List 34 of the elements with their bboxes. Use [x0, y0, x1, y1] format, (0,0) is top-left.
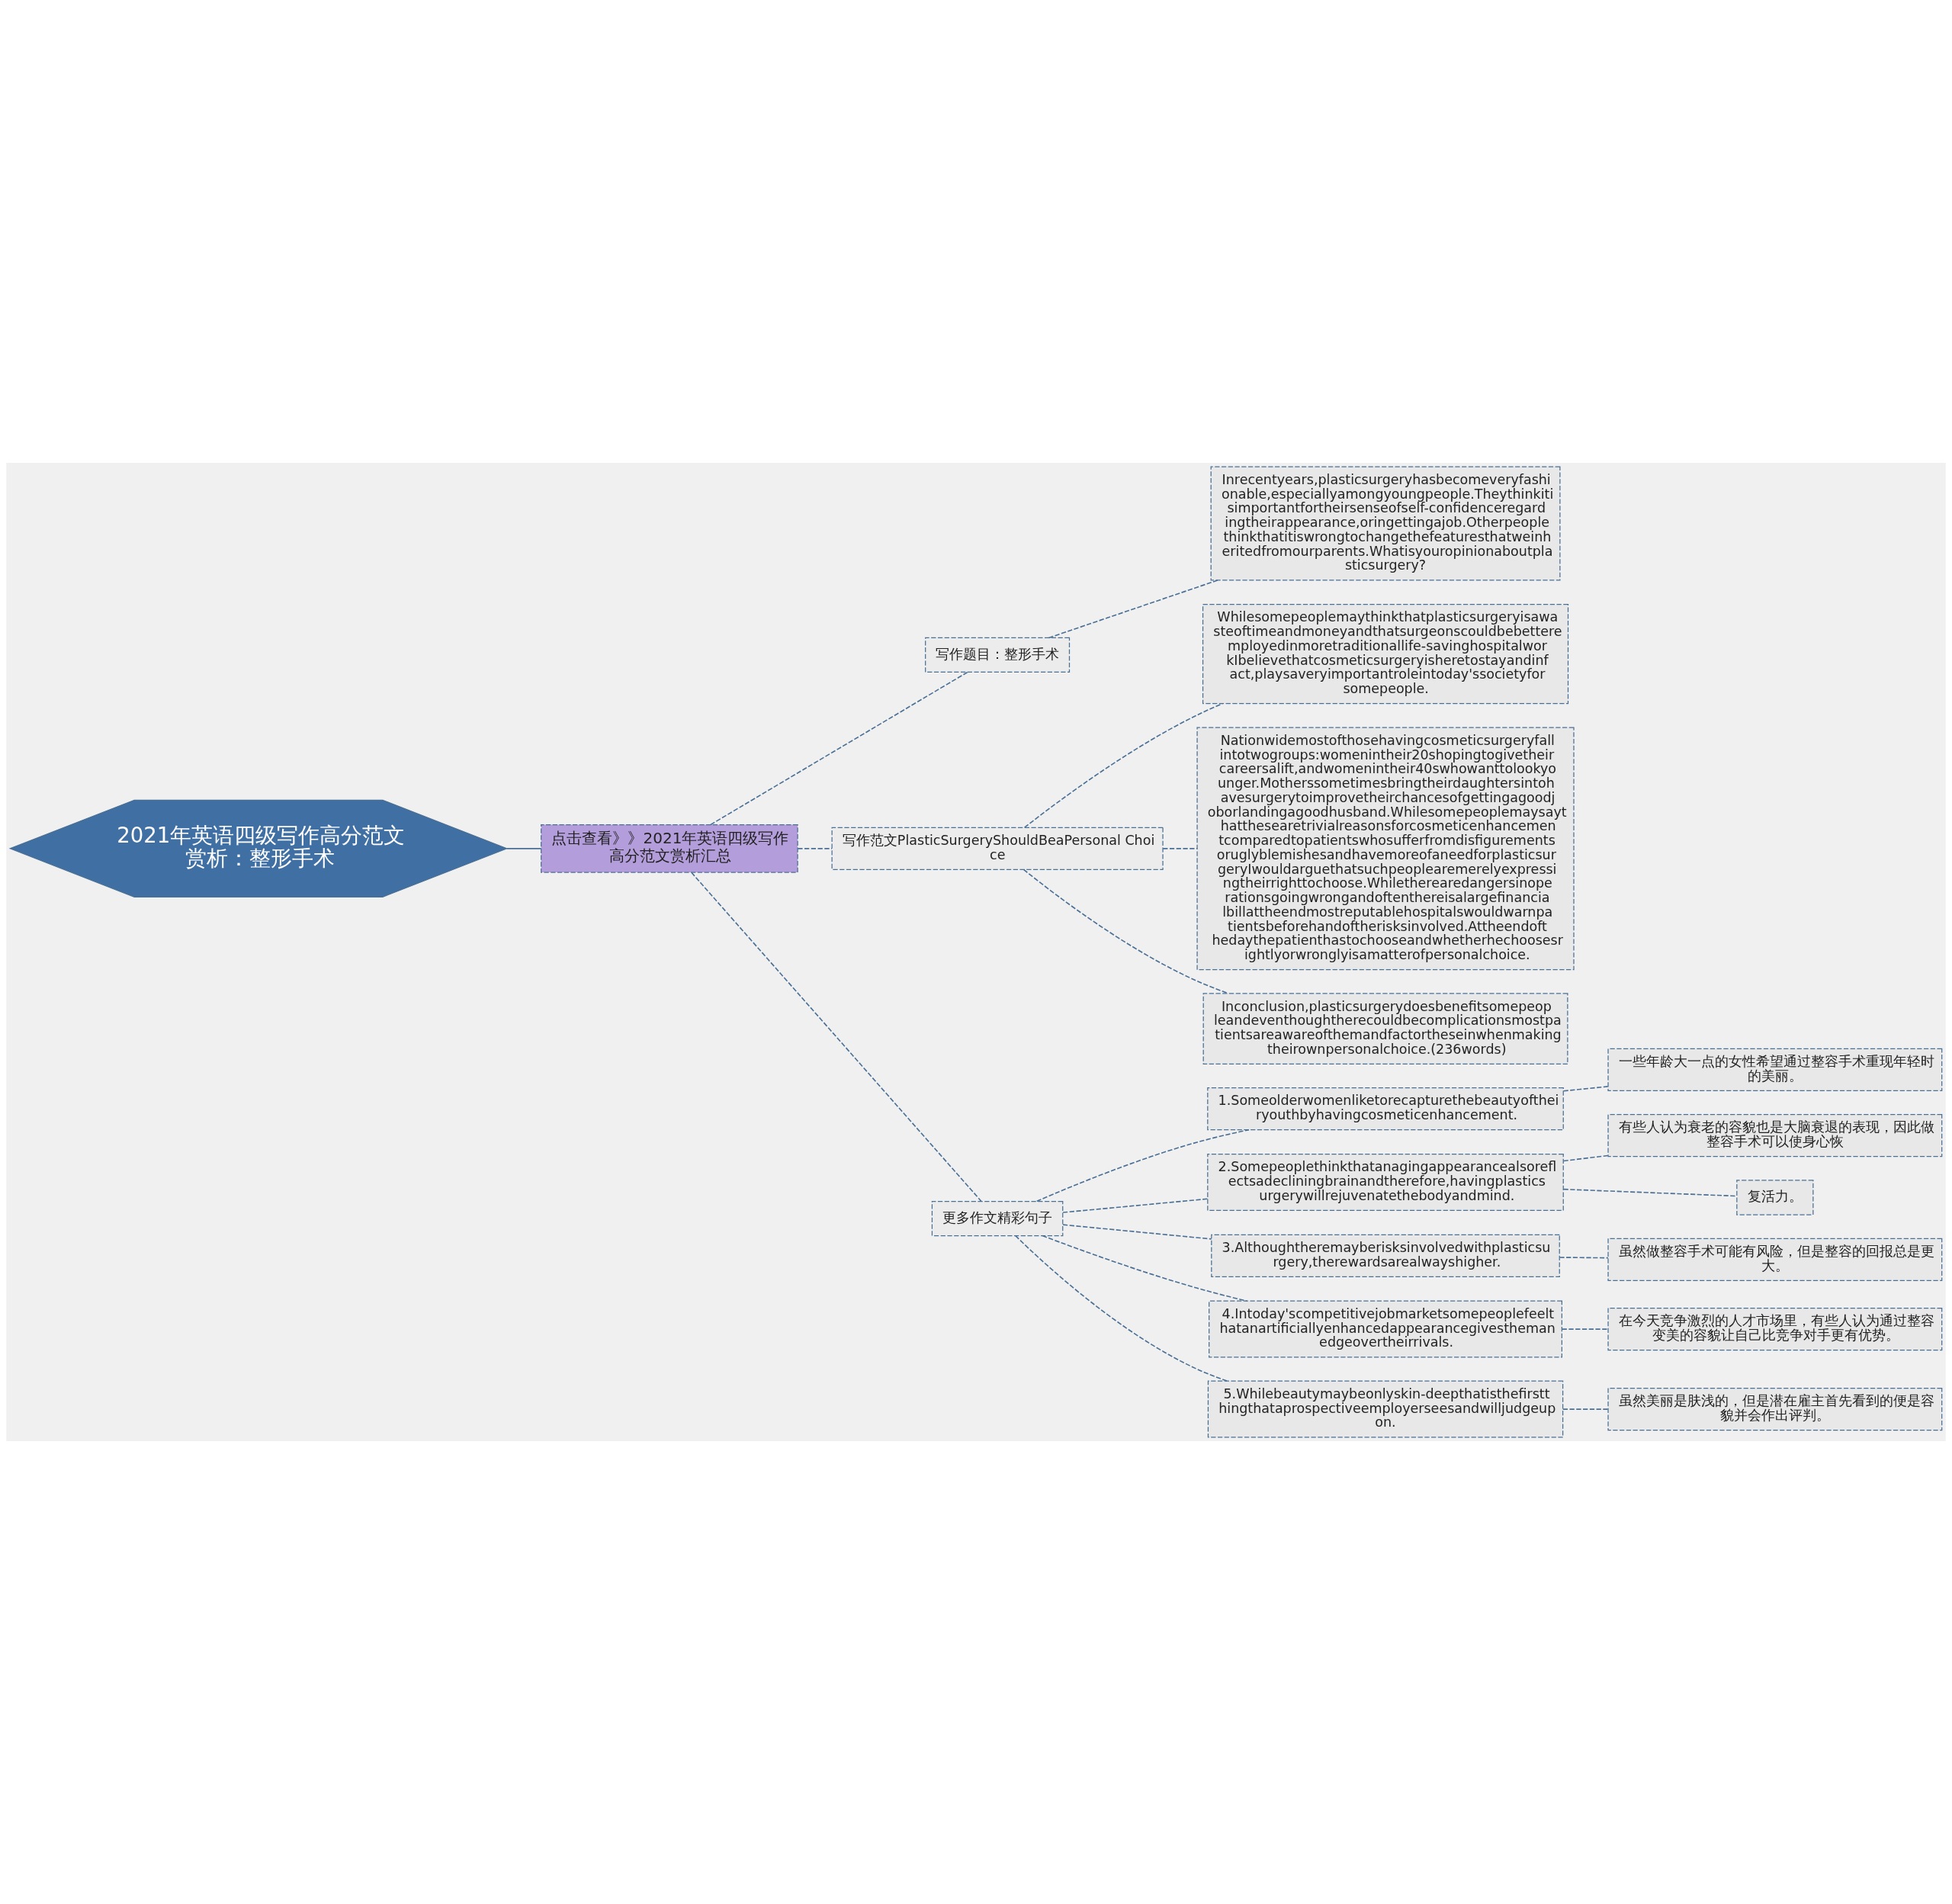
node-box: 一些年龄大一点的女性希望通过整容手术重现年轻时的美丽。 [1607, 1048, 1943, 1092]
node-box: 5.Whilebeautymaybeonlyskin-deepthatisthefirstthingthataprospectiveemployerseesandwilljudgeupon. [1207, 1380, 1564, 1438]
connector [1162, 848, 1198, 849]
node-box: 更多作文精彩句子 [931, 1200, 1064, 1237]
node-box: 1.Someolderwomenliketorecapturethebeautyoftheiryouthbyhavingcosmeticenhancement. [1207, 1087, 1564, 1131]
node-box: 虽然美丽是肤浅的，但是潜在雇主首先看到的便是容貌并会作出评判。 [1607, 1387, 1943, 1431]
node-box: 3.Althoughtheremayberisksinvolvedwithplasticsurgery,therewardsarealwayshigher. [1211, 1234, 1560, 1277]
connector [797, 848, 833, 849]
node-box: 写作范文PlasticSurgeryShouldBeaPersonal Choice [831, 827, 1164, 870]
connector [691, 872, 982, 1202]
connector [1561, 1328, 1609, 1330]
node-box: 写作题目：整形手术 [925, 637, 1071, 673]
node-box: 2.Somepeoplethinkthatanagingappearancealsoreflectsadecliningbrainandtherefore,havingplasticsurgerywillrejuvenatethebodyandmind. [1207, 1153, 1564, 1211]
connector [1023, 869, 1229, 994]
node-box: 虽然做整容手术可能有风险，但是整容的回报总是更大。 [1607, 1238, 1943, 1281]
connector [1562, 1154, 1609, 1162]
node-box: Nationwidemostofthosehavingcosmeticsurgeryfallintotwogroups:womenintheir20shopingtogivetheircareersalift,andwomenintheir40swhowanttolookyounger.Motherssometimesbringtheirdaughtersintohavesurgerytoimprovetheirchancesofgettingagoodjoborlandingagoodhusband.WhilesomepeoplemaysaythatthesearetrivialreasonsforcosmeticenhancementcomparedtopatientswhosufferfromdisfigurementsoruglyblemishesandhavemoreofaneedforplasticsurgeryIwouldarguethatsuchpeoplearemerelyexpressingtheirrighttochoose.Whiletherearedangersinoperationsgoingwrongandoftenthereisalargefinancialbillattheendmostreputablehospitalswouldwarnpatientsbeforehandoftherisksinvolved.Attheendofthedaythepatienthastochooseandwhetherhechoosesrightlyorwronglyisamatterofpersonalchoice. [1196, 727, 1575, 971]
connector [710, 671, 968, 826]
connector [506, 848, 542, 849]
connector [1562, 1086, 1609, 1092]
connector [1562, 1408, 1609, 1410]
connector [1062, 1198, 1209, 1213]
connector [1048, 580, 1218, 639]
connector [1023, 703, 1223, 828]
node-box: Whilesomepeoplemaythinkthatplasticsurgeryisawasteoftimeandmoneyandthatsurgeonscouldbebetteremployedinmoretraditionallife-savinghospitalworkIbelievethatcosmeticsurgeryisheretostayandinfact,playsaveryimportantroleintoday'ssocietyforsomepeople. [1202, 604, 1569, 705]
connector [1559, 1257, 1609, 1259]
node-box: 4.Intoday'scompetitivejobmarketsomepeoplefeelthatanartificiallyenhancedappearancegivesthemanedgeovertheirrivals. [1209, 1300, 1562, 1358]
node-box: Inconclusion,plasticsurgerydoesbenefitsomepeopleandeventhoughtherecouldbecomplicationsmostpatientsareawareofthemandfactortheseinwhenmakingtheirownpersonalchoice.(236words) [1202, 993, 1568, 1065]
node-box: 有些人认为衰老的容貌也是大脑衰退的表现，因此做整容手术可以使身心恢 [1607, 1114, 1943, 1157]
node-box: 在今天竞争激烈的人才市场里，有些人认为通过整容变美的容貌让自己比竞争对手更有优势。 [1607, 1307, 1943, 1351]
connector [1062, 1224, 1212, 1240]
node-box: 复活力。 [1736, 1180, 1814, 1215]
node-box: Inrecentyears,plasticsurgeryhasbecomeveryfashionable,especiallyamongyoungpeople.Theythinkitisimportantfortheirsenseofself-confidenceregardingtheirappearance,oringettingajob.Otherpeoplethinkthatitiswrongtochangethefeaturesthatweinheritedfromourparents.Whatisyouropinionaboutplasticsurgery? [1210, 466, 1561, 581]
node-box: 点击查看》》2021年英语四级写作高分范文赏析汇总 [541, 824, 798, 873]
